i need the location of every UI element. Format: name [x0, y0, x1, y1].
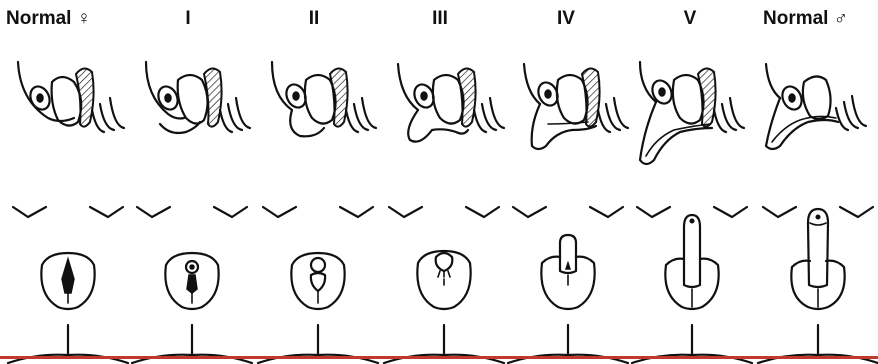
external-stage-1 — [132, 207, 252, 363]
external-normal-female — [8, 207, 128, 363]
external-stage-2 — [258, 207, 378, 363]
external-stage-3 — [384, 207, 504, 363]
label-stage-4: IV — [557, 8, 575, 29]
label-normal-female: Normal ♀ — [6, 8, 91, 29]
bottom-rule — [0, 356, 878, 359]
column-labels: Normal ♀ I II III IV V Normal ♂ — [6, 8, 848, 29]
label-normal-male: Normal ♂ — [763, 8, 848, 29]
sagittal-stage-2 — [272, 62, 376, 136]
label-stage-5: V — [684, 8, 697, 29]
external-normal-male — [758, 207, 878, 363]
sagittal-stage-3 — [398, 64, 504, 142]
sagittal-stage-4 — [524, 64, 628, 149]
external-stage-4 — [508, 207, 628, 363]
external-stage-5 — [632, 207, 752, 363]
sagittal-stage-1 — [146, 62, 250, 133]
label-stage-3: III — [432, 8, 448, 29]
label-stage-2: II — [309, 8, 320, 29]
sagittal-normal-male — [766, 64, 866, 149]
label-stage-1: I — [185, 8, 190, 29]
sagittal-stage-5 — [640, 62, 744, 164]
sagittal-normal-female — [18, 62, 124, 132]
